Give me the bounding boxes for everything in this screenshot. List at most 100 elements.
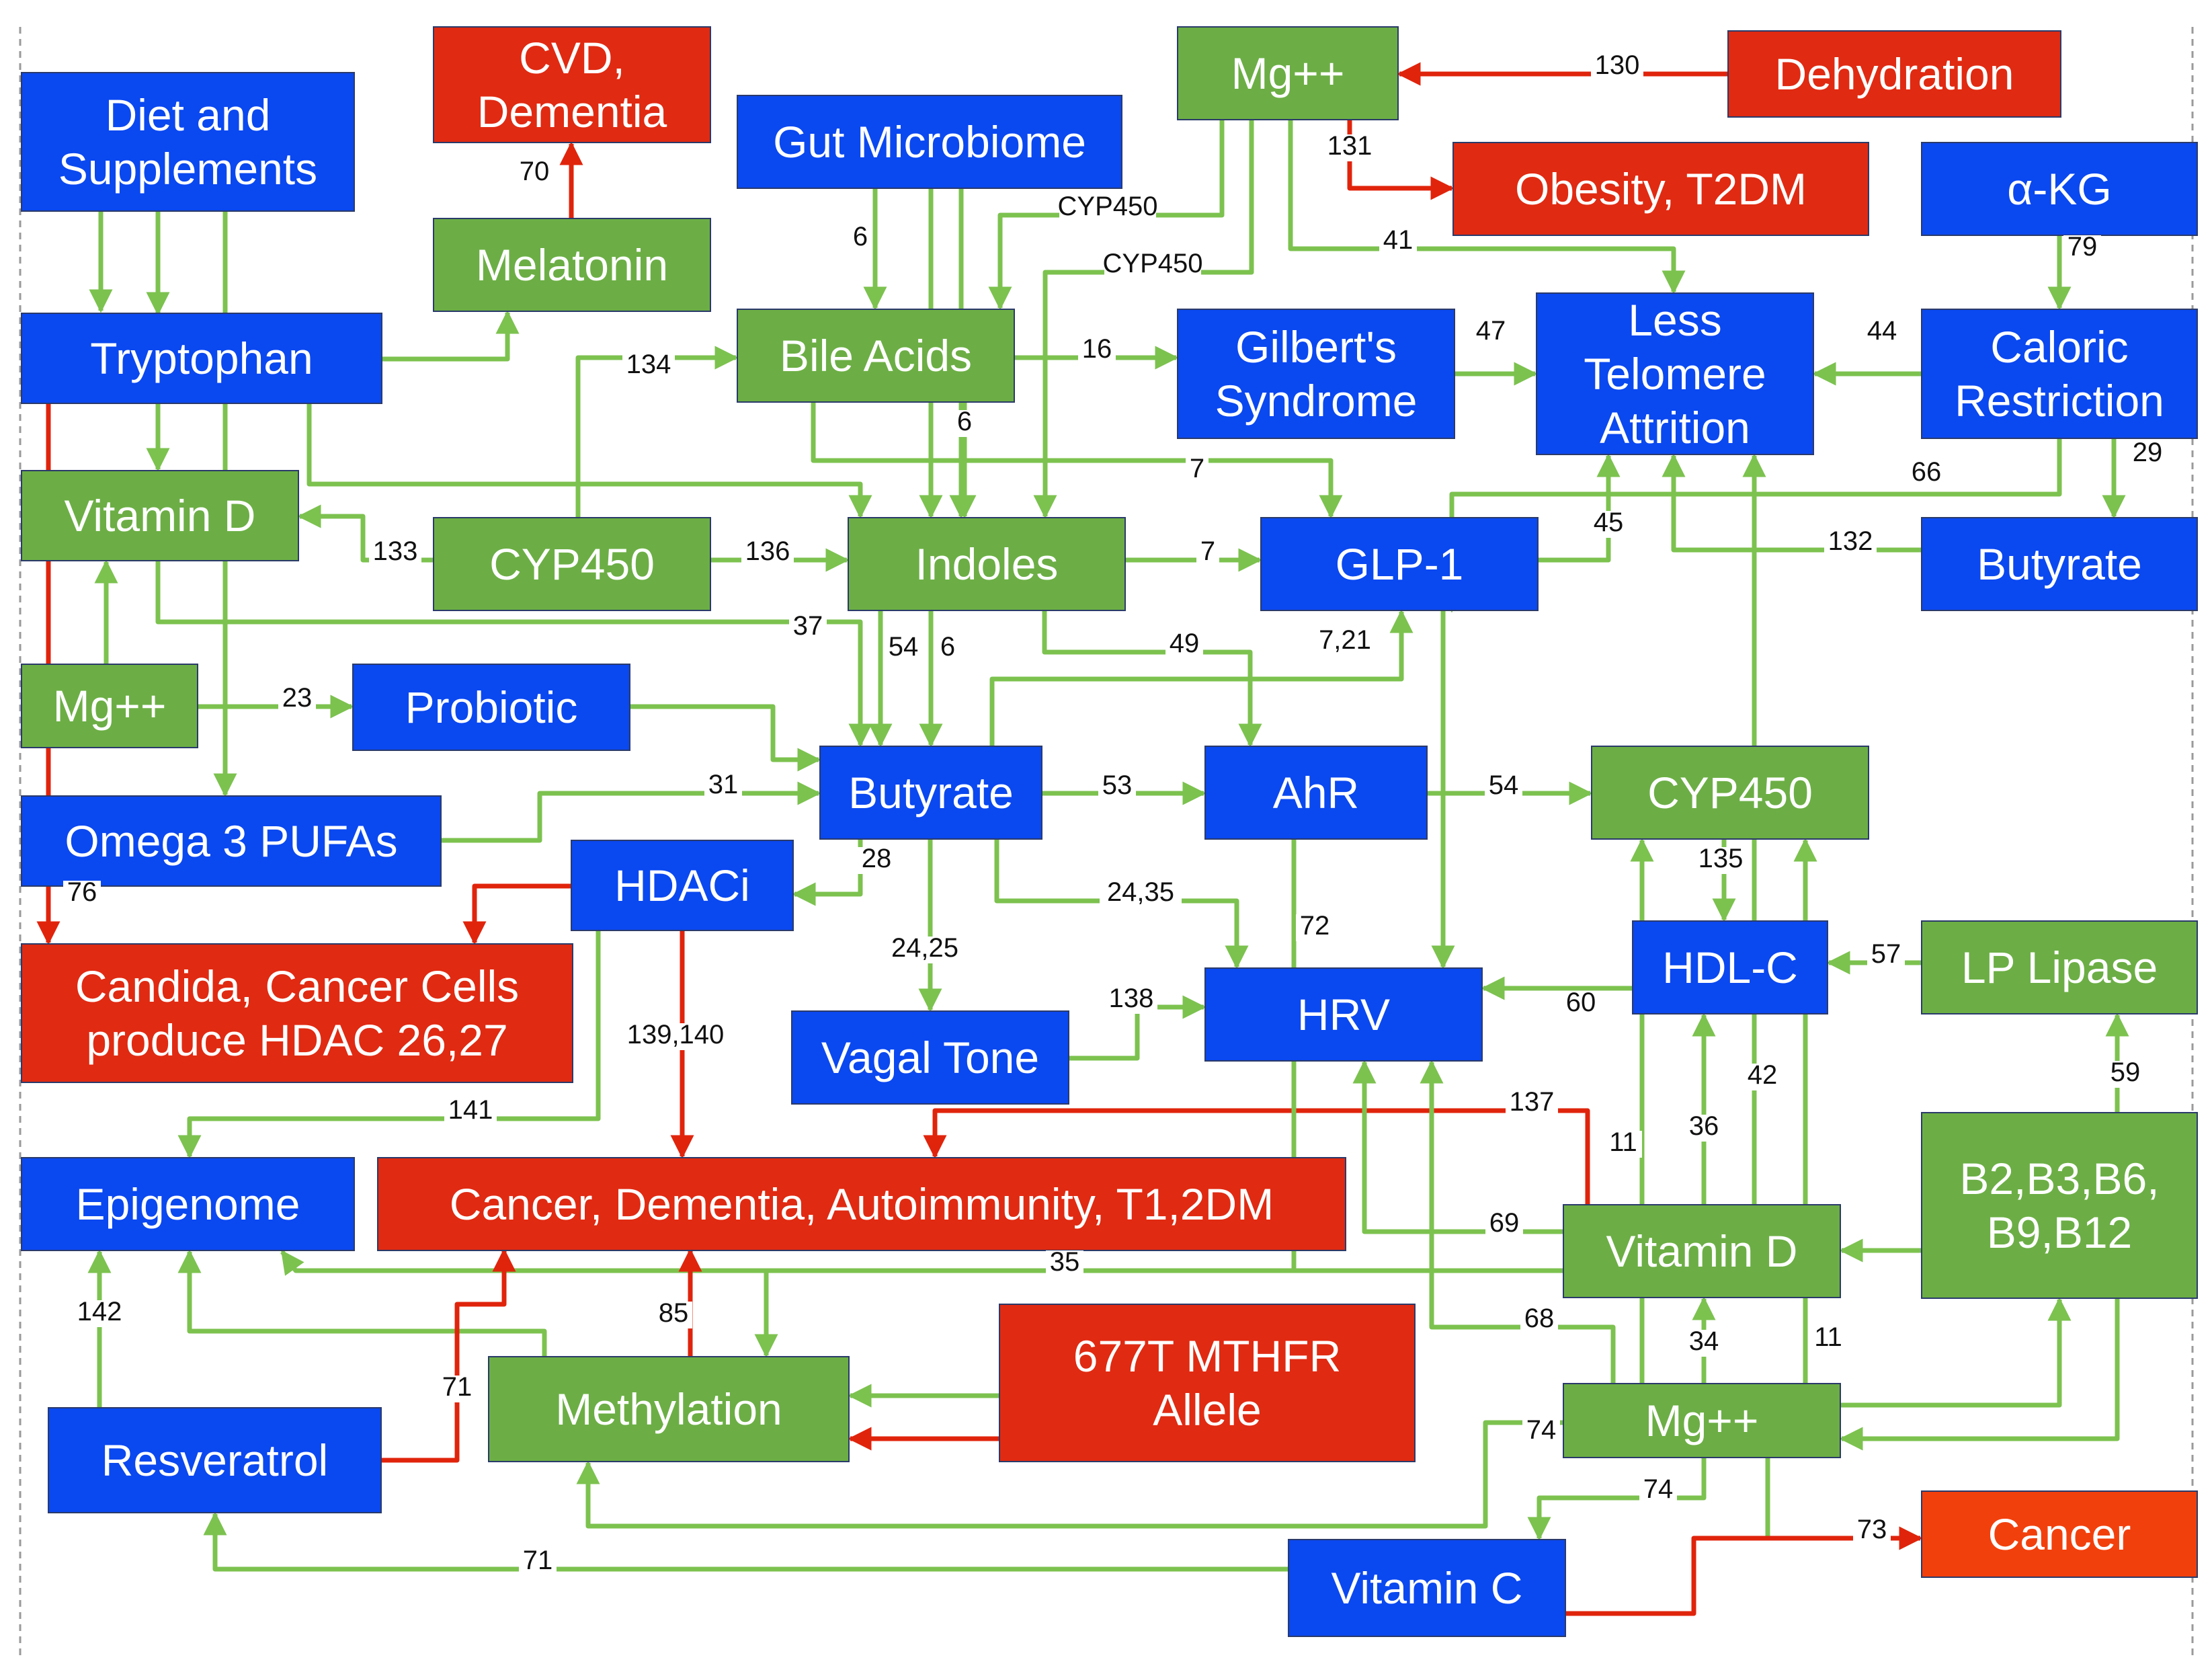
edge-label-background — [1196, 540, 1219, 567]
node-label: Syndrome — [1215, 376, 1418, 426]
node-mg-bottom: Mg++ — [1563, 1383, 1841, 1458]
node-box — [21, 664, 198, 748]
edge-butyrate-glp1 — [989, 609, 1414, 746]
edge-label-background — [936, 635, 959, 662]
node-label: α-KG — [2007, 164, 2112, 214]
edge-label-text: 23 — [282, 683, 313, 713]
edge-bvit-mg — [1839, 1298, 2120, 1451]
edge-label-background — [1520, 1307, 1558, 1334]
edge-label-721: 7,21 — [1311, 625, 1379, 655]
node-mg-left: Mg++ — [21, 664, 198, 748]
edge-label-136: 136 — [741, 536, 794, 567]
edge-label-background — [438, 1376, 476, 1402]
edge-label-text: 54 — [889, 632, 919, 662]
node-label: HRV — [1297, 990, 1390, 1039]
edge-label-background — [1522, 1419, 1560, 1445]
edge-label-60: 60 — [1562, 988, 1600, 1018]
edge-bile-glp1 — [811, 402, 1343, 519]
node-label: CYP450 — [1647, 768, 1813, 818]
node-hdaci: HDACi — [571, 840, 794, 931]
node-cyp-right: CYP450 — [1591, 746, 1869, 840]
edge-vitd-butyrate — [155, 561, 872, 748]
edge-label-text: 60 — [1566, 988, 1596, 1017]
node-bile: Bile Acids — [737, 309, 1015, 403]
node-box — [1591, 746, 1869, 840]
edge-label-132: 132 — [1824, 526, 1877, 557]
edge-label-73: 73 — [1853, 1515, 1891, 1545]
edge-label-137: 137 — [1506, 1087, 1558, 1117]
node-ahr: AhR — [1204, 746, 1428, 840]
edge-label-cyp_b: CYP450 — [1103, 249, 1202, 279]
edge-label-text: 36 — [1689, 1111, 1719, 1141]
node-butyrate-mid: Butyrate — [819, 746, 1042, 840]
node-melatonin: Melatonin — [433, 218, 711, 312]
edge-label-background — [63, 881, 101, 908]
edge-label-background — [1100, 881, 1182, 908]
edge-label-text: 79 — [2067, 232, 2098, 262]
node-box — [1921, 309, 2198, 439]
edge-label-71a: 71 — [438, 1372, 476, 1402]
node-label: Restriction — [1955, 376, 2164, 426]
node-box — [1204, 746, 1428, 840]
node-box — [571, 840, 794, 931]
edge-label-text: 132 — [1828, 526, 1873, 556]
edge-label-background — [1485, 1211, 1523, 1238]
edge-label-background — [885, 635, 922, 662]
node-box — [21, 943, 573, 1083]
edge-label-background — [1685, 1115, 1723, 1142]
edge-label-text: 35 — [1050, 1247, 1080, 1277]
edge-label-text: 76 — [67, 877, 97, 907]
edge-label-72: 72 — [1296, 911, 1334, 941]
edge-label-background — [1694, 847, 1747, 874]
edge-label-text: 24,25 — [891, 933, 958, 963]
node-label: Vitamin D — [65, 491, 256, 541]
edge-label-background — [655, 1302, 692, 1328]
node-cancer: Cancer — [1921, 1490, 2198, 1578]
edge-label-text: 133 — [373, 536, 418, 566]
edge-resveratrol-cancer — [381, 1248, 516, 1463]
edge-label-background — [789, 614, 827, 641]
edge-label-text: 16 — [1082, 334, 1112, 364]
edge-label-background — [519, 1549, 557, 1576]
edge-label-text: 57 — [1871, 939, 1901, 969]
edge-label-53: 53 — [1098, 770, 1136, 801]
edge-label-37: 37 — [789, 611, 827, 641]
edge-label-background — [1323, 134, 1376, 161]
node-box — [1727, 30, 2061, 118]
node-label: Cancer — [1988, 1509, 2131, 1559]
edge-label-text: 74 — [1526, 1415, 1557, 1445]
node-label: LP Lipase — [1961, 943, 2158, 992]
edge-label-background — [1485, 774, 1522, 801]
edge-label-background — [1562, 991, 1600, 1018]
node-cyp-mid: CYP450 — [433, 517, 711, 611]
edge-label-text: 66 — [1912, 457, 1942, 487]
edge-label-49: 49 — [1165, 629, 1203, 659]
node-glp1: GLP-1 — [1260, 517, 1539, 611]
edge-label-background — [1472, 319, 1510, 346]
node-box — [1921, 920, 2198, 1014]
node-box — [48, 1407, 382, 1513]
edge-label-text: 6 — [940, 632, 955, 662]
edge-label-text: 53 — [1102, 770, 1133, 800]
node-label: HDACi — [614, 861, 750, 910]
edge-label-133: 133 — [369, 536, 421, 567]
node-label: Tryptophan — [90, 333, 313, 383]
node-mg-top: Mg++ — [1177, 26, 1399, 120]
edge-mg-methylation — [576, 1420, 1563, 1529]
node-label: Bile Acids — [780, 331, 972, 381]
node-box — [1536, 292, 1814, 455]
edge-label-text: 49 — [1170, 629, 1200, 658]
node-label: 677T MTHFR — [1073, 1331, 1342, 1381]
node-box — [352, 664, 630, 751]
edge-label-28: 28 — [858, 844, 895, 874]
edge-label-background — [620, 1023, 731, 1050]
edge-probiotic-butyrate — [630, 704, 821, 772]
edge-label-background — [1744, 1064, 1781, 1090]
node-lplipase: LP Lipase — [1921, 920, 2198, 1014]
edge-label-text: 45 — [1594, 508, 1624, 537]
node-probiotic: Probiotic — [352, 664, 630, 751]
node-label: Methylation — [555, 1384, 782, 1434]
node-label: Obesity, T2DM — [1515, 164, 1807, 214]
edge-methylation-epigenome — [177, 1249, 547, 1357]
